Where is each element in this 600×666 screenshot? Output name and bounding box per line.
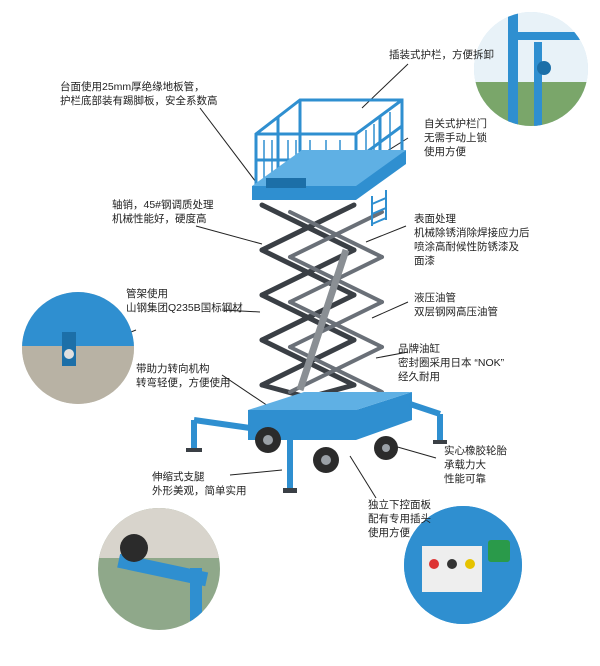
label-steering: 带助力转向机构转弯轻便，方便使用: [136, 363, 231, 389]
detail-circle-pin: [22, 292, 134, 404]
label-outrigger: 伸缩式支腿外形美观，简单实用: [152, 471, 247, 497]
detail-circle-control-panel: [404, 506, 522, 624]
label-hydraulic-hose: 液压油管双层钢网高压油管: [414, 292, 498, 318]
label-platform: 台面使用25mm厚绝缘地板管，护栏底部装有踢脚板，安全系数高: [60, 81, 218, 107]
detail-circle-outrigger: [98, 508, 220, 630]
label-pin: 轴销，45#钢调质处理机械性能好，硬度高: [112, 199, 214, 225]
label-surface-treatment: 表面处理机械除锈消除焊接应力后喷涂高耐候性防锈漆及面漆: [414, 213, 530, 267]
label-tire: 实心橡胶轮胎承载力大性能可靠: [444, 445, 507, 485]
label-guardrail: 插装式护栏，方便拆卸: [389, 49, 494, 61]
label-control-panel: 独立下控面板配有专用插头使用方便: [368, 499, 431, 539]
label-tubing: 管架使用山钢集团Q235B国标钢材: [126, 288, 243, 314]
label-cylinder: 品牌油缸密封圈采用日本 “NOK”经久耐用: [398, 343, 505, 383]
detail-circle-door-latch: [474, 12, 588, 126]
label-door: 自关式护栏门无需手动上锁使用方便: [424, 118, 487, 158]
